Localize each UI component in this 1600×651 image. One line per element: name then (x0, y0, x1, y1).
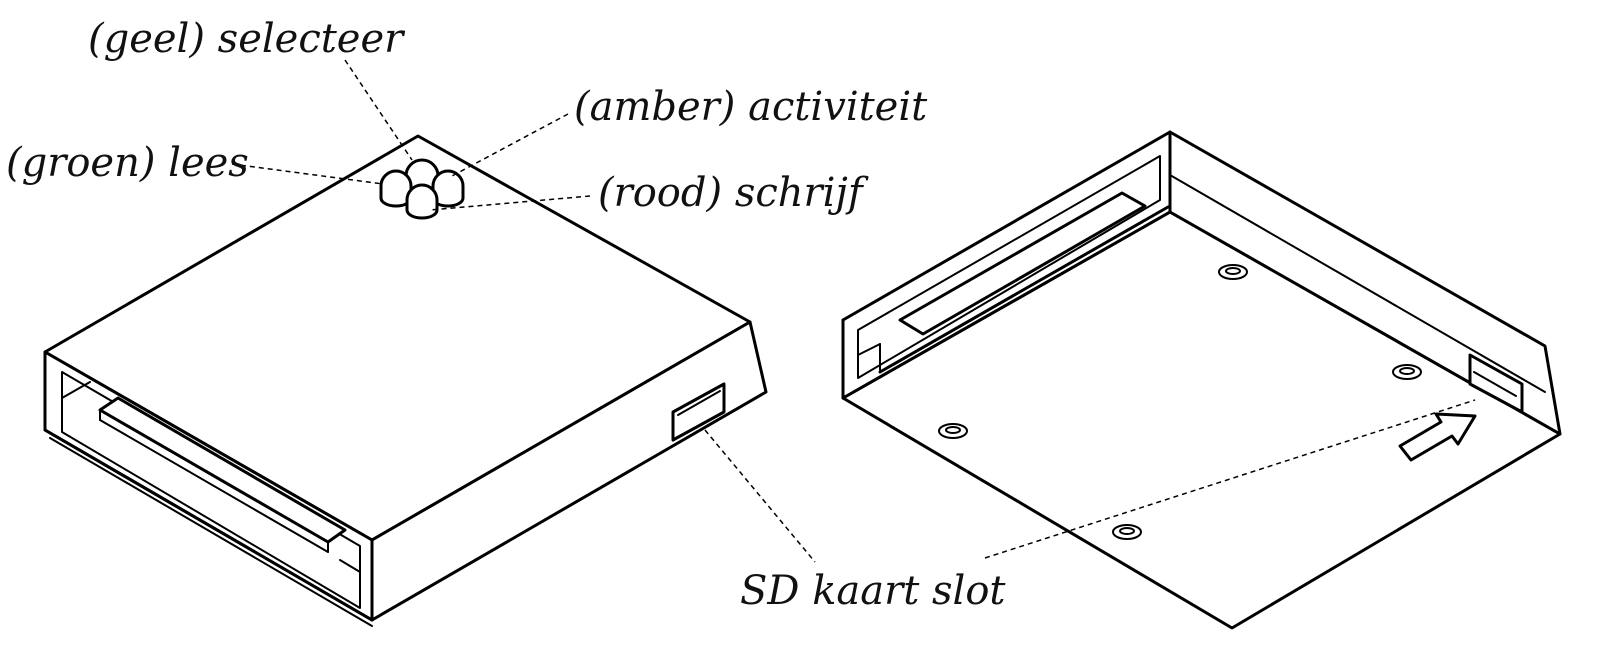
leader-sd-right (984, 399, 1476, 559)
foot (1112, 524, 1142, 540)
label-read: (groen) lees (6, 140, 249, 186)
led-write (405, 183, 439, 220)
label-select: (geel) selecteer (88, 16, 406, 62)
leader-activity (451, 113, 569, 177)
back-opening (857, 155, 1161, 379)
right-side-face-2 (1168, 130, 1562, 436)
foot (945, 426, 961, 434)
foot (1119, 527, 1135, 535)
device-top-view (43, 134, 768, 627)
card-slot (98, 396, 347, 544)
leader-read (231, 163, 384, 185)
foot (1225, 267, 1241, 275)
leader-sd-left (704, 429, 816, 563)
foot (1392, 364, 1422, 380)
led-cluster (379, 158, 465, 220)
label-activity: (amber) activiteit (574, 84, 928, 130)
card-slot-2 (898, 191, 1147, 336)
device-bottom-view (841, 130, 1562, 630)
label-sd-slot: SD kaart slot (740, 568, 1006, 614)
leader-select (344, 59, 413, 161)
foot (1399, 367, 1415, 375)
sd-slot-top-view (671, 382, 726, 442)
leader-lines (231, 59, 1476, 563)
insert-arrow-icon (1398, 412, 1477, 462)
feet (938, 264, 1422, 540)
foot (1218, 264, 1248, 280)
label-write: (rood) schrijf (598, 170, 869, 216)
foot (938, 423, 968, 439)
